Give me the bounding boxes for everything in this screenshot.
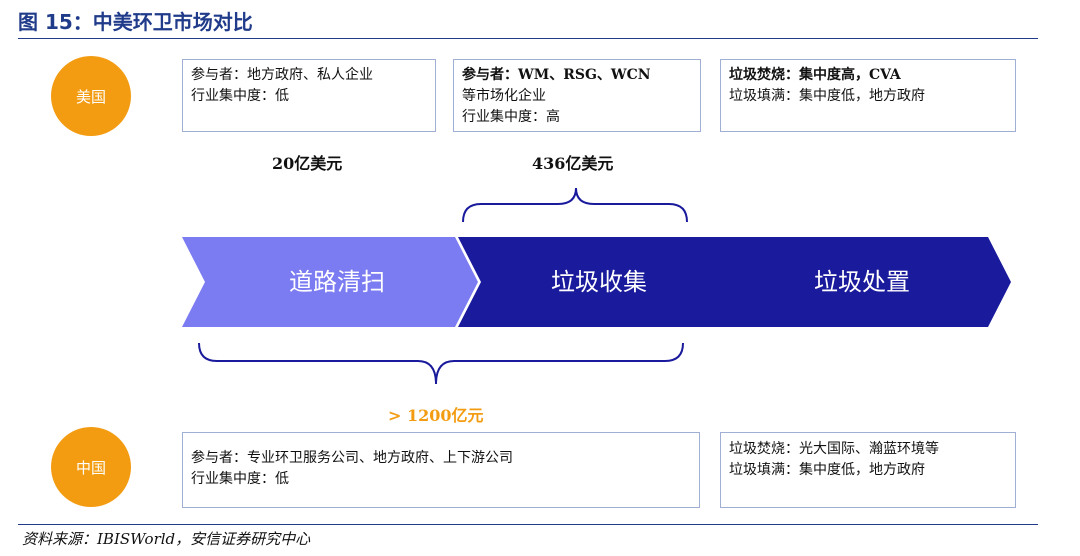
china-participants-box: 参与者：专业环卫服务公司、地方政府、上下游公司 行业集中度：低 [182, 432, 700, 508]
usa-circle: 美国 [51, 56, 131, 136]
stage-waste-collection-label: 垃圾收集 [551, 268, 647, 296]
usa-collection-box: 参与者：WM、RSG、WCN 等市场化企业 行业集中度：高 [453, 59, 701, 132]
china-concentration-line: 行业集中度：低 [191, 471, 289, 487]
usa-label: 美国 [75, 87, 106, 106]
usa-cleaning-amount: 20亿美元 [272, 154, 343, 173]
china-incineration-line: 垃圾焚烧：光大国际、瀚蓝环境等 [729, 441, 939, 457]
collection-top-brace [462, 187, 688, 223]
usa-disposal-box: 垃圾焚烧：集中度高，CVA 垃圾填满：集中度低，地方政府 [720, 59, 1016, 132]
usa-landfill-line: 垃圾填满：集中度低，地方政府 [729, 88, 925, 104]
usa-participants-box: 参与者：地方政府、私人企业 行业集中度：低 [182, 59, 436, 132]
china-bottom-brace [198, 342, 684, 385]
usa-collection-amount: 436亿美元 [532, 154, 614, 173]
stage-waste-disposal-label: 垃圾处置 [814, 268, 910, 296]
source-note: 资料来源：IBISWorld，安信证券研究中心 [22, 530, 311, 548]
stage-road-cleaning-label: 道路清扫 [289, 268, 385, 296]
usa-incineration-line: 垃圾焚烧：集中度高，CVA [729, 67, 901, 83]
top-divider [18, 38, 1038, 39]
usa-participants-line: 参与者：地方政府、私人企业 [191, 67, 373, 83]
usa-collection-participants: 参与者：WM、RSG、WCN [462, 67, 651, 83]
usa-collection-concentration: 行业集中度：高 [462, 109, 560, 125]
china-label: 中国 [75, 458, 106, 477]
stage-waste-collection-chevron [458, 237, 732, 327]
china-participants-line: 参与者：专业环卫服务公司、地方政府、上下游公司 [191, 450, 513, 466]
bottom-divider [18, 524, 1038, 525]
china-disposal-box: 垃圾焚烧：光大国际、瀚蓝环境等 垃圾填满：集中度低，地方政府 [720, 432, 1016, 508]
stage-waste-disposal-chevron [707, 237, 1011, 327]
usa-collection-participants-cont: 等市场化企业 [462, 88, 546, 104]
usa-concentration-line: 行业集中度：低 [191, 88, 289, 104]
china-market-amount: > 1200亿元 [388, 406, 484, 425]
figure-title: 图 15：中美环卫市场对比 [18, 10, 253, 34]
stage-road-cleaning-chevron [182, 237, 478, 327]
china-circle: 中国 [51, 427, 131, 507]
china-landfill-line: 垃圾填满：集中度低，地方政府 [729, 462, 925, 478]
